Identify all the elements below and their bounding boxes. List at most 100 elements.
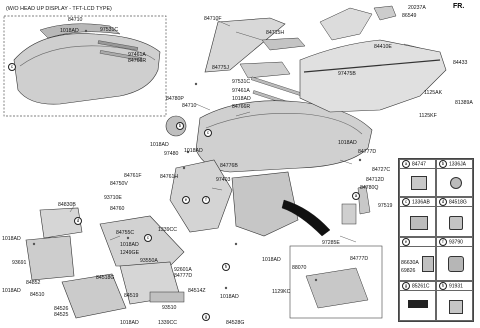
label-1018ad-e: 1018AD: [2, 236, 21, 242]
socket-icon: [448, 256, 464, 272]
label-84750v: 84750V: [110, 181, 128, 187]
callout-h: h: [222, 263, 230, 271]
cover-93510: [149, 291, 185, 303]
label-1018ad-inset: 1018AD: [60, 28, 79, 34]
cowl-cross-bar: [299, 39, 447, 113]
direction-label: FR.: [453, 3, 465, 10]
label-84777d-a: 84777D: [358, 149, 377, 155]
clip-icon-2: [410, 216, 428, 230]
side-cover-84780q: [357, 185, 371, 215]
pad-icon: [408, 300, 428, 308]
glove-box-84510: [61, 273, 127, 319]
table-part-84518g: 84518G: [449, 199, 467, 206]
label-1339cc-a: 1339CC: [158, 227, 178, 233]
label-1018ad-j: 1018AD: [262, 257, 281, 263]
callout-b: b: [176, 122, 184, 130]
label-97461a-inset: 97461A: [128, 52, 146, 58]
inset-crash-pad-top: [39, 23, 121, 39]
label-84766r: 84766R: [232, 104, 251, 110]
bottom-sub-box: [289, 245, 383, 319]
label-84761f: 84761F: [124, 173, 142, 179]
center-bracket-97403: [231, 171, 299, 237]
callout-a: a: [352, 192, 360, 200]
bezel-97531c: [239, 61, 291, 79]
nut-icon: [450, 177, 462, 189]
table-part-84747: 84747: [412, 161, 426, 168]
label-84776b: 84776B: [220, 163, 238, 169]
label-97531c: 97531C: [232, 79, 251, 85]
label-84727c: 84727C: [372, 167, 391, 173]
callout-e: e: [182, 196, 190, 204]
label-84760: 84760: [110, 206, 125, 212]
label-92601a: 92601A: [174, 267, 192, 273]
label-84514z: 84514Z: [188, 288, 206, 294]
callout-d: d: [74, 217, 82, 225]
label-81389a: 81389A: [455, 100, 473, 106]
label-93710e: 93710E: [104, 195, 122, 201]
table-part-1336ab: 1336AB: [412, 199, 430, 206]
label-84518g: 84518G: [96, 275, 115, 281]
label-84775j: 84775J: [212, 65, 230, 71]
callout-g: g: [202, 313, 210, 321]
callout-c-inset: c: [8, 63, 16, 71]
table-part-93790: 93790: [449, 239, 463, 246]
label-97519: 97519: [378, 203, 393, 209]
label-93691: 93691: [12, 260, 27, 266]
table-part-91931: 91931: [449, 283, 463, 290]
label-1125kf: 1125KF: [419, 113, 437, 119]
label-84510: 84510: [30, 292, 45, 298]
table-part-86630a: 86630A: [401, 260, 419, 266]
label-1249ge: 1249GE: [120, 250, 140, 256]
table-part-85261c: 85261C: [412, 283, 430, 290]
label-84780p: 84780P: [166, 96, 184, 102]
label-97461a: 97461A: [232, 88, 250, 94]
label-84852: 84852: [26, 280, 41, 286]
leader-lines: [69, 19, 421, 243]
label-84766r-inset: 84766R: [128, 58, 147, 64]
label-1339cc-b: 1339CC: [158, 320, 178, 326]
label-86549: 86549: [402, 13, 417, 19]
screw-glyphs: [32, 29, 362, 290]
label-84830b: 84830B: [58, 202, 76, 208]
lower-panel-84852: [25, 235, 75, 281]
label-1018ad-g: 1018AD: [2, 288, 21, 294]
label-84526: 84526: [54, 306, 69, 312]
label-84410e: 84410E: [374, 44, 392, 50]
inset-box: [3, 15, 167, 117]
label-84755c: 84755C: [116, 230, 135, 236]
label-93510: 93510: [162, 305, 177, 311]
label-97403: 97403: [216, 177, 231, 183]
label-97480: 97480: [164, 151, 179, 157]
cover-84715h: [261, 37, 306, 51]
inset-crash-pad-ridge: [19, 45, 156, 67]
label-1018ad-f: 1018AD: [120, 242, 139, 248]
label-97475b: 97475B: [338, 71, 356, 77]
connector-icon: [449, 300, 463, 314]
label-84780q: 84780Q: [360, 185, 379, 191]
label-1125ak: 1125AK: [424, 90, 443, 96]
side-panel-84830b: [39, 207, 83, 239]
label-1018ad-i: 1018AD: [220, 294, 239, 300]
main-crash-pad-ridge: [205, 112, 363, 135]
callout-c: c: [204, 129, 212, 137]
label-84710f: 84710F: [204, 16, 222, 22]
inset-vent-strip: [97, 40, 139, 51]
table-cell-e: e 86630A 69826: [399, 237, 436, 281]
tray-88070: [305, 267, 369, 309]
label-84710: 84710: [182, 103, 197, 109]
table-part-69826: 69826: [401, 268, 416, 274]
lower-crash-pad-84755c: [99, 215, 185, 267]
label-1018ad-a: 1018AD: [232, 96, 251, 102]
label-84761h: 84761H: [160, 174, 179, 180]
label-1129kc: 1129KC: [272, 289, 291, 295]
label-84525: 84525: [54, 312, 69, 318]
label-97285e: 97285E: [322, 240, 340, 246]
